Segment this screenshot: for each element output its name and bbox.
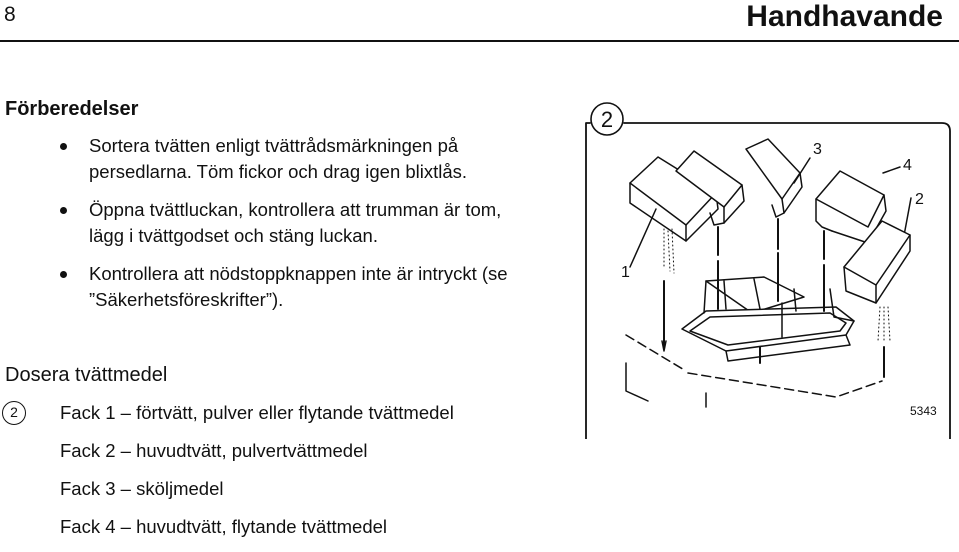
figure-badge bbox=[590, 102, 624, 136]
list-item-text: Kontrollera att nödstoppknappen inte är … bbox=[89, 263, 508, 310]
figure-reference-badge: 2 bbox=[2, 401, 26, 425]
label-fack-4: 4 bbox=[903, 157, 912, 174]
label-fack-3: 3 bbox=[813, 141, 822, 158]
list-item: Fack 3 – sköljmedel bbox=[60, 478, 224, 499]
list-item: Fack 2 – huvudtvätt, pulvertvättmedel bbox=[60, 440, 368, 461]
liquid-bottle-icon bbox=[675, 150, 745, 226]
figure-badge-text: 2 bbox=[601, 107, 613, 132]
dispenser-drawer bbox=[681, 276, 855, 362]
detergent-dispenser-illustration: 2 1 2 3 4 5343 bbox=[585, 102, 951, 439]
illustration-code: 5343 bbox=[910, 404, 937, 418]
bullet-icon bbox=[60, 143, 67, 150]
bullet-icon bbox=[60, 207, 67, 214]
label-fack-1: 1 bbox=[621, 264, 630, 281]
page-title: Handhavande bbox=[746, 0, 943, 33]
preparation-list: Sortera tvätten enligt tvättrådsmärkning… bbox=[60, 133, 540, 325]
list-item: Fack 1 – förtvätt, pulver eller flytande… bbox=[60, 402, 454, 423]
label-fack-2: 2 bbox=[915, 191, 924, 208]
softener-bottle-icon bbox=[745, 138, 803, 218]
compartment-list: Fack 1 – förtvätt, pulver eller flytande… bbox=[60, 400, 454, 552]
list-item: Fack 4 – huvudtvätt, flytande tvättmedel bbox=[60, 516, 388, 537]
section-title-preparations: Förberedelser bbox=[5, 98, 139, 120]
bullet-icon bbox=[60, 271, 67, 278]
page-number: 8 bbox=[4, 3, 16, 26]
list-item: Öppna tvättluckan, kontrollera att trumm… bbox=[60, 197, 540, 249]
list-item-text: Sortera tvätten enligt tvättrådsmärkning… bbox=[89, 135, 468, 182]
detergent-box-icon bbox=[843, 220, 911, 304]
list-item: Sortera tvätten enligt tvättrådsmärkning… bbox=[60, 133, 540, 185]
header-divider bbox=[0, 40, 959, 42]
section-title-dosing: Dosera tvättmedel bbox=[5, 364, 168, 386]
list-item-text: Öppna tvättluckan, kontrollera att trumm… bbox=[89, 199, 502, 246]
list-item: Kontrollera att nödstoppknappen inte är … bbox=[60, 261, 540, 313]
